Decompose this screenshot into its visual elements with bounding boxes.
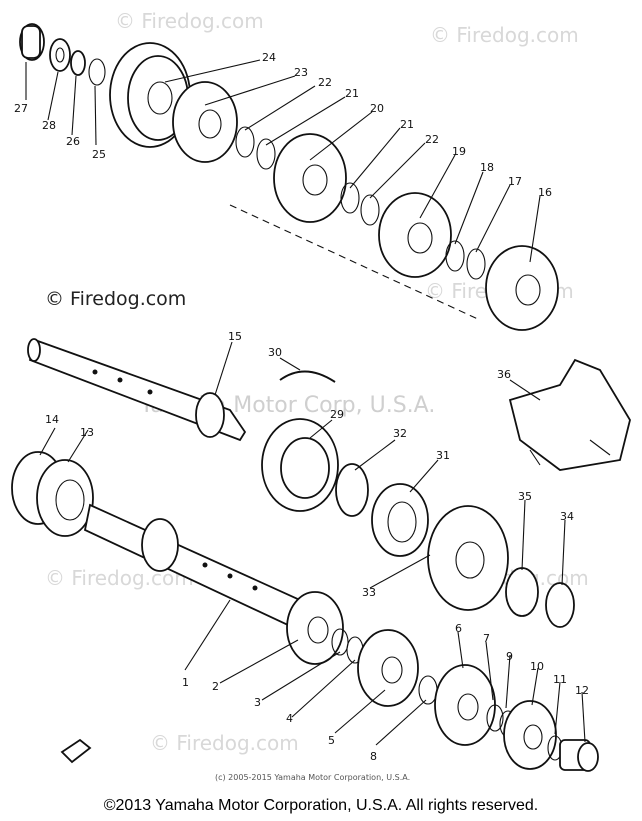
- watermark-firedog: © Firedog.com: [45, 288, 186, 310]
- label-15: 15: [228, 330, 242, 343]
- part-3-washer: [331, 628, 349, 656]
- label-21-upper: 21: [345, 87, 359, 100]
- label-21-lower: 21: [400, 118, 414, 131]
- label-6: 6: [455, 622, 462, 635]
- label-20: 20: [370, 102, 384, 115]
- part-labels: 1 2 3 4 5 6 7 8 9 10 11 12 13 14 15 16 1…: [14, 51, 589, 763]
- part-7-washer: [486, 704, 504, 732]
- small-copyright: (c) 2005-2015 Yamaha Motor Corporation, …: [215, 773, 410, 782]
- leader-lines: [25, 59, 586, 746]
- watermark-bottom: © Firedog.com: [150, 731, 299, 755]
- part-28-washer: [49, 38, 71, 72]
- label-11: 11: [553, 673, 567, 686]
- part-31-seal: [371, 483, 429, 557]
- part-16-gear: [485, 245, 559, 331]
- label-1: 1: [182, 676, 189, 689]
- label-29: 29: [330, 408, 344, 421]
- watermark-top: © Firedog.com: [115, 9, 264, 33]
- label-14: 14: [45, 413, 59, 426]
- part-35-lock-washer: [505, 567, 539, 617]
- part-22-washer-upper: [235, 126, 255, 158]
- label-31: 31: [436, 449, 450, 462]
- label-8: 8: [370, 750, 377, 763]
- part-27-body: [21, 25, 41, 59]
- label-23: 23: [294, 66, 308, 79]
- separator-line: [229, 204, 481, 321]
- label-35: 35: [518, 490, 532, 503]
- label-30: 30: [268, 346, 282, 359]
- part-17-clip: [466, 248, 486, 280]
- label-3: 3: [254, 696, 261, 709]
- label-12: 12: [575, 684, 589, 697]
- label-27: 27: [14, 102, 28, 115]
- label-10: 10: [530, 660, 544, 673]
- label-9: 9: [506, 650, 513, 663]
- part-34-nut: [545, 582, 575, 628]
- part-20-gear: [273, 133, 347, 223]
- part-19-gear: [378, 192, 452, 278]
- part-32-collar: [335, 463, 369, 517]
- part-21-clip-lower: [340, 182, 360, 214]
- label-28: 28: [42, 119, 56, 132]
- part-5-gear: [357, 629, 419, 707]
- label-7: 7: [483, 632, 490, 645]
- part-2-gear: [286, 591, 344, 665]
- label-22-lower: 22: [425, 133, 439, 146]
- label-24: 24: [262, 51, 276, 64]
- arrow-icon: [60, 738, 92, 764]
- part-12-bearing: [559, 739, 599, 772]
- watermark-top-right: © Firedog.com: [430, 23, 579, 47]
- label-13: 13: [80, 426, 94, 439]
- label-26: 26: [66, 135, 80, 148]
- label-32: 32: [393, 427, 407, 440]
- upper-shaft-parts: [19, 23, 559, 331]
- part-29-bearing: [261, 418, 339, 512]
- part-18-washer: [445, 240, 465, 272]
- label-25: 25: [92, 148, 106, 161]
- footer-copyright: ©2013 Yamaha Motor Corporation, U.S.A. A…: [103, 797, 539, 814]
- part-10-gear: [503, 700, 557, 770]
- part-24-gear: [109, 42, 191, 148]
- part-30-circlip: [279, 370, 336, 383]
- part-26-washer: [70, 50, 86, 76]
- part-8-clip: [418, 675, 438, 705]
- part-21-clip-upper: [256, 138, 276, 170]
- part-22-washer-lower: [360, 194, 380, 226]
- part-36-guide: [508, 358, 631, 471]
- label-34: 34: [560, 510, 574, 523]
- label-2: 2: [212, 680, 219, 693]
- label-16: 16: [538, 186, 552, 199]
- part-25-clip: [88, 58, 106, 86]
- label-33: 33: [362, 586, 376, 599]
- label-4: 4: [286, 712, 293, 725]
- main-axle-15: [27, 338, 247, 442]
- label-17: 17: [508, 175, 522, 188]
- part-1-drive-axle: [83, 503, 312, 635]
- part-23-gear: [172, 81, 238, 163]
- part-13-bearing: [36, 459, 94, 537]
- label-18: 18: [480, 161, 494, 174]
- part-33-sprocket: [427, 505, 509, 611]
- label-36: 36: [497, 368, 511, 381]
- label-22-upper: 22: [318, 76, 332, 89]
- part-6-gear: [434, 664, 496, 746]
- label-5: 5: [328, 734, 335, 747]
- label-19: 19: [452, 145, 466, 158]
